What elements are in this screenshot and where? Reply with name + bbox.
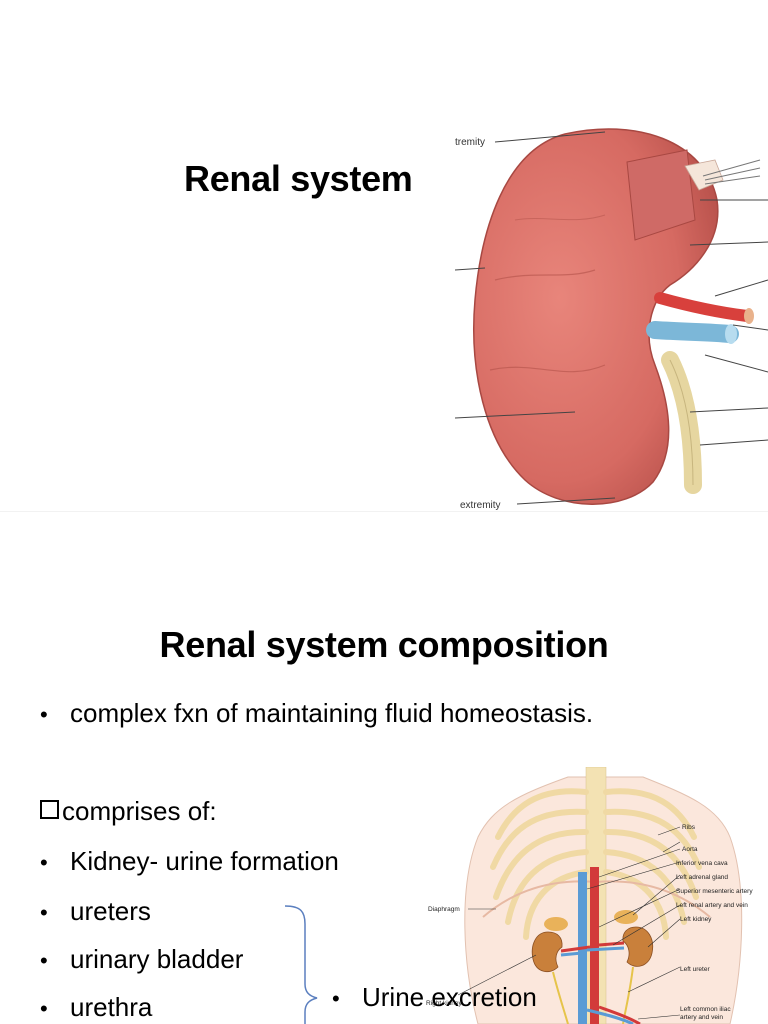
component-item: • urethra (40, 992, 152, 1023)
bullet-dot: • (40, 996, 48, 1021)
comprises-text: comprises of: (62, 796, 217, 826)
label-renal-vessels: Left renal artery and vein (676, 902, 748, 909)
right-kidney (531, 931, 563, 973)
grouped-function: • Urine excretion (332, 982, 537, 1013)
component-label: urinary bladder (70, 944, 244, 974)
kidney-illustration: tremity extremity (455, 128, 768, 511)
urinary-system-diagram: Ribs Aorta Inferior vena cava Left adren… (426, 767, 753, 1024)
slide-divider (0, 511, 768, 512)
bullet-dot: • (40, 948, 48, 973)
component-item: • urinary bladder (40, 944, 243, 975)
bullet-dot: • (40, 900, 48, 925)
slide-title: Renal system composition (159, 624, 609, 665)
slide-title: Renal system (184, 158, 413, 199)
kidney-label-top: tremity (455, 137, 485, 148)
bullet-dot: • (332, 986, 340, 1011)
label-adrenal: Left adrenal gland (676, 874, 728, 881)
ureter (661, 351, 702, 494)
component-label: Kidney- urine formation (70, 846, 339, 876)
label-aorta: Aorta (682, 846, 698, 853)
label-iliac-2: artery and vein (680, 1014, 723, 1021)
label-left-kidney: Left kidney (680, 916, 712, 923)
capsule-window (626, 149, 696, 241)
component-label: ureters (70, 896, 151, 926)
slide-renal-composition: Renal system composition • complex fxn o… (0, 512, 768, 1024)
label-diaphragm: Diaphragm (428, 906, 460, 913)
label-ribs: Ribs (682, 824, 696, 831)
label-sma: Superior mesenteric artery (676, 888, 753, 895)
ribs (490, 788, 702, 940)
component-item: • ureters (40, 896, 151, 927)
kidney-label-bottom: extremity (460, 500, 501, 511)
left-kidney (622, 926, 654, 967)
aorta (590, 867, 599, 1024)
label-left-ureter: Left ureter (680, 966, 710, 973)
checkbox-bullet-icon (40, 800, 59, 819)
component-item: • Kidney- urine formation (40, 846, 339, 877)
grouped-function-text: Urine excretion (362, 982, 537, 1012)
intro-bullet: • complex fxn of maintaining fluid homeo… (40, 698, 593, 729)
label-right-kidney: Right kidney (426, 1000, 463, 1007)
bullet-dot: • (40, 850, 48, 875)
component-label: urethra (70, 992, 153, 1022)
renal-artery (654, 292, 753, 322)
bullet-dot: • (40, 702, 48, 727)
renal-vein (646, 321, 739, 343)
grouping-brace (284, 905, 318, 1024)
label-ivc: Inferior vena cava (676, 860, 728, 867)
comprises-heading: comprises of: (40, 796, 217, 827)
intro-text: complex fxn of maintaining fluid homeost… (70, 698, 594, 728)
slide-renal-system: Renal system (184, 128, 768, 511)
label-iliac-1: Left common iliac (680, 1006, 731, 1013)
